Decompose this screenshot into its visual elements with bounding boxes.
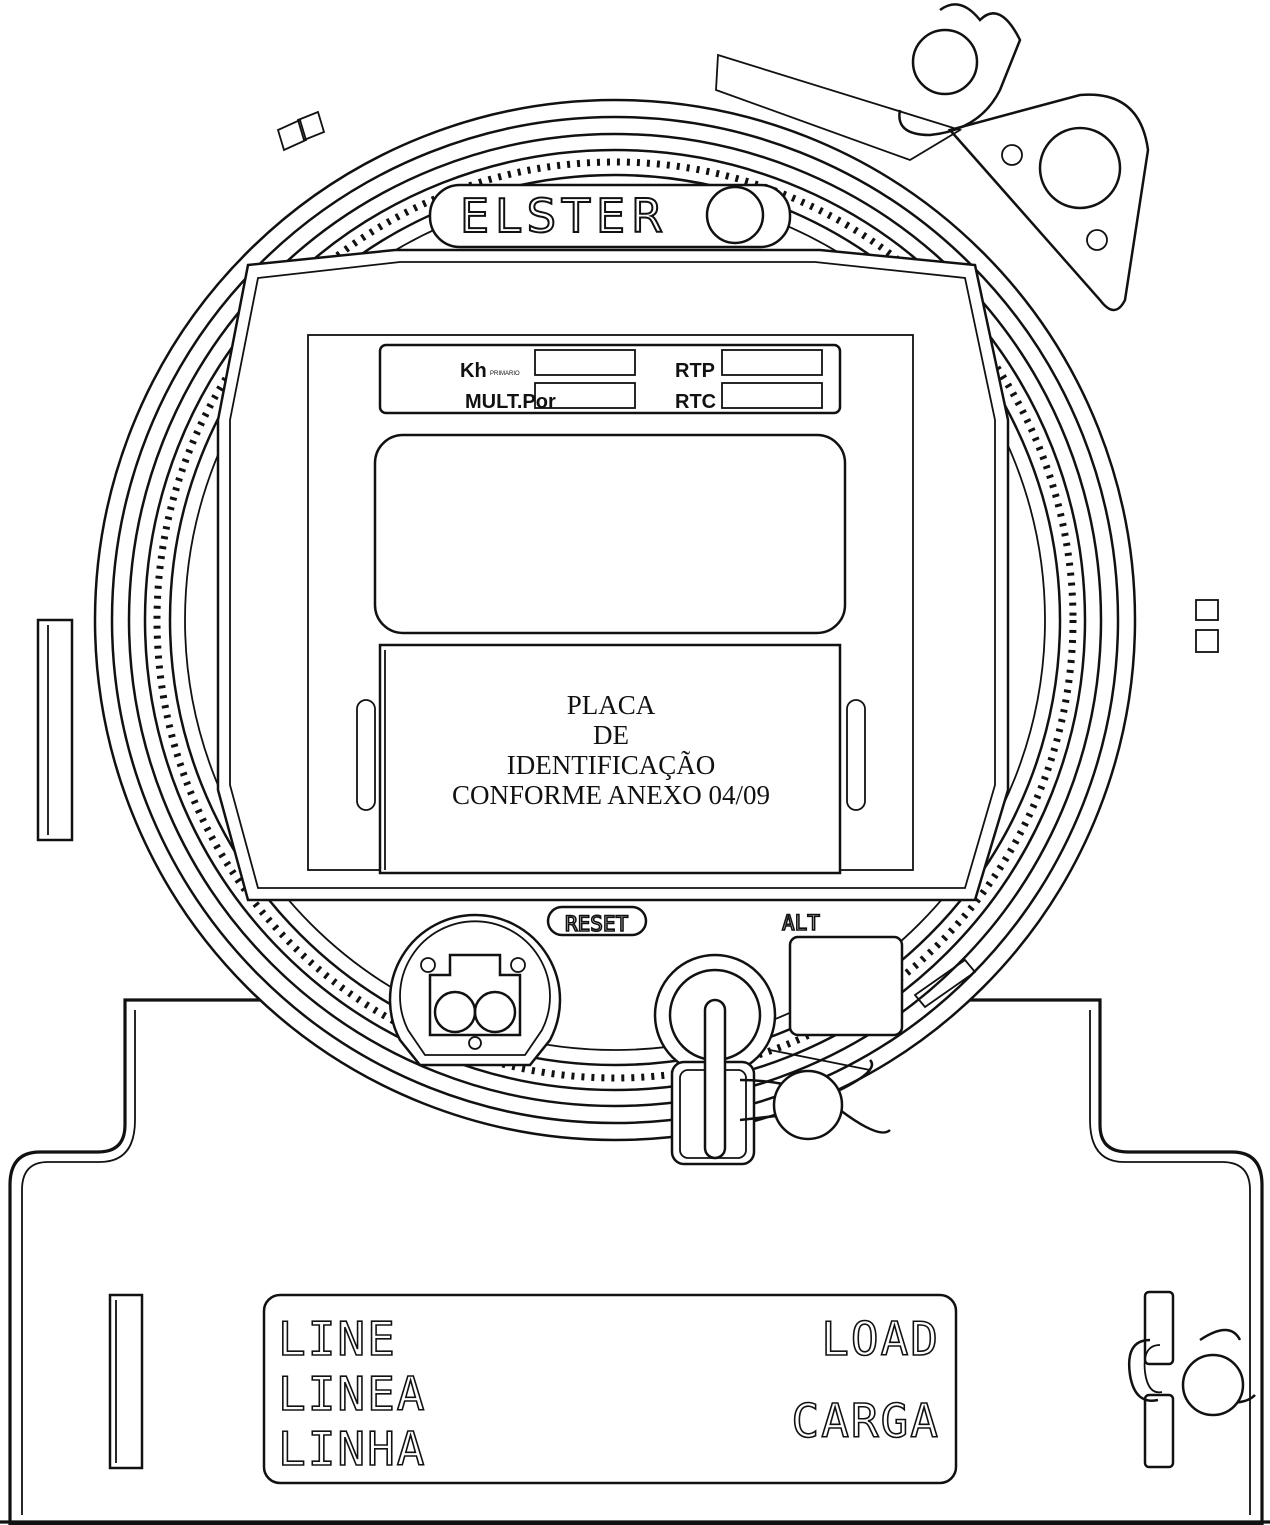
line-label-en: LINE [278, 1312, 397, 1366]
terminal-label-panel [262, 1293, 958, 1485]
label-strip [378, 343, 842, 415]
mult-label: MULT.Por [465, 391, 556, 413]
top-seal [898, 3, 1022, 137]
mult-field [534, 382, 636, 409]
terminal-seal [1127, 1290, 1256, 1469]
plate-line-4: CONFORME ANEXO 04/09 [451, 780, 771, 810]
plate-line-1: PLACA [566, 690, 656, 720]
plate-line-2: DE [593, 720, 629, 750]
brand-plate [428, 183, 792, 249]
alt-label: ALT [782, 911, 820, 935]
mounting-ear [947, 93, 1150, 312]
kh-label: Kh [460, 360, 487, 382]
brand-logo: ELSTER [460, 189, 669, 243]
left-latch [36, 618, 74, 842]
reset-label: RESET [565, 912, 629, 936]
lcd-screen [373, 433, 847, 635]
load-label-en: LOAD [821, 1312, 940, 1366]
kh-field [534, 349, 636, 376]
reset-button[interactable] [546, 905, 648, 937]
reset-lock [653, 953, 871, 1166]
alt-button[interactable] [788, 935, 904, 1037]
identification-plate [378, 643, 842, 875]
plate-line-3: IDENTIFICAÇÃO [506, 750, 716, 780]
line-label-pt: LINHA [278, 1422, 426, 1476]
load-label-pt: CARGA [792, 1394, 940, 1448]
base-housing [8, 998, 1264, 1525]
optical-port [388, 913, 562, 1067]
kh-sub-label: PRIMARIO [490, 371, 520, 377]
lock-seal [739, 1059, 891, 1141]
rtp-label: RTP [675, 360, 715, 382]
rtp-field [721, 349, 823, 376]
identification-plate-text: PLACA DE IDENTIFICAÇÃO CONFORME ANEXO 04… [386, 690, 836, 810]
rtc-field [721, 382, 823, 409]
rtc-label: RTC [675, 391, 716, 413]
left-terminal-slot [108, 1293, 144, 1470]
line-label-es: LINEA [278, 1367, 426, 1421]
